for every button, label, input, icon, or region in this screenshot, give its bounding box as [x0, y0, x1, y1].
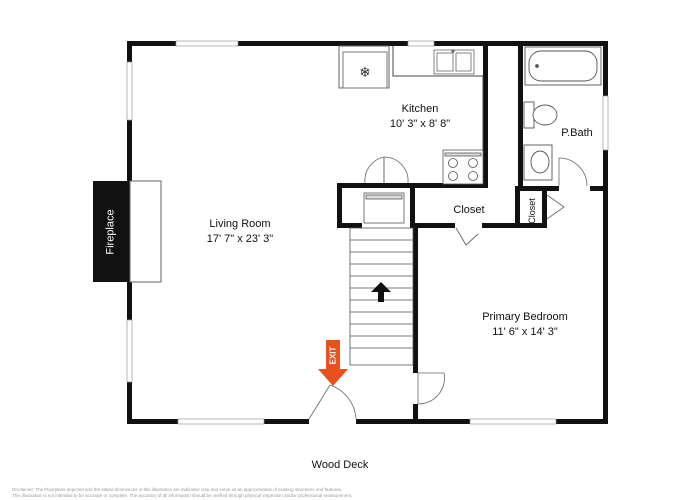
- living-room-label: Living Room 17' 7" x 23' 3": [180, 217, 300, 247]
- washer-dryer: [363, 192, 405, 224]
- toilet-icon: [523, 101, 558, 129]
- entry-door: [308, 384, 357, 424]
- door-swing-icon: [364, 156, 409, 184]
- living-room-name: Living Room: [209, 218, 271, 230]
- bedroom-door: [417, 372, 445, 405]
- refrigerator: ❄: [342, 51, 388, 89]
- bath-door: [558, 157, 588, 187]
- small-closet-door: [546, 194, 565, 220]
- kitchen-walls: [337, 41, 488, 188]
- bedroom-label: Primary Bedroom 11' 6" x 14' 3": [455, 310, 595, 340]
- bedroom-name: Primary Bedroom: [482, 311, 568, 323]
- closet-door: [455, 227, 479, 246]
- stove-icon: [442, 149, 484, 185]
- deck-label: Wood Deck: [311, 459, 369, 471]
- fireplace: [93, 180, 162, 283]
- disclaimer-line-1: Disclaimer: The Floorplans depicted and …: [12, 487, 343, 492]
- bath-sink-icon: [523, 144, 553, 181]
- bath-name: P.Bath: [561, 127, 593, 139]
- small-closet-label: Closet: [517, 193, 546, 228]
- snowflake-icon: ❄: [359, 65, 371, 81]
- windows: [126, 40, 609, 425]
- closet-label: Closet: [439, 203, 499, 218]
- stair-arrow-icon: [371, 282, 391, 302]
- exit-label: EXIT: [321, 340, 345, 370]
- bath-label: P.Bath: [552, 126, 602, 141]
- kitchen-dims: 10' 3" x 8' 8": [389, 118, 451, 130]
- interior-walls: [337, 183, 547, 424]
- bedroom-dims: 11' 6" x 14' 3": [492, 326, 558, 338]
- kitchen-label: Kitchen 10' 3" x 8' 8": [375, 102, 465, 132]
- fireplace-text: Fireplace: [105, 208, 117, 255]
- exit-text: EXIT: [328, 346, 338, 364]
- closet-name: Closet: [453, 204, 485, 216]
- disclaimer-line-2: This illustration is not intended to be …: [12, 493, 353, 498]
- bath-walls: [518, 41, 608, 191]
- fireplace-label: Fireplace: [93, 181, 129, 282]
- living-room-dims: 17' 7" x 23' 3": [206, 233, 274, 245]
- sink-icon: [433, 49, 475, 75]
- kitchen-name: Kitchen: [401, 103, 439, 115]
- exit-arrow: [318, 340, 348, 386]
- small-closet-name: Closet: [526, 197, 537, 224]
- bathtub-icon: [524, 46, 602, 86]
